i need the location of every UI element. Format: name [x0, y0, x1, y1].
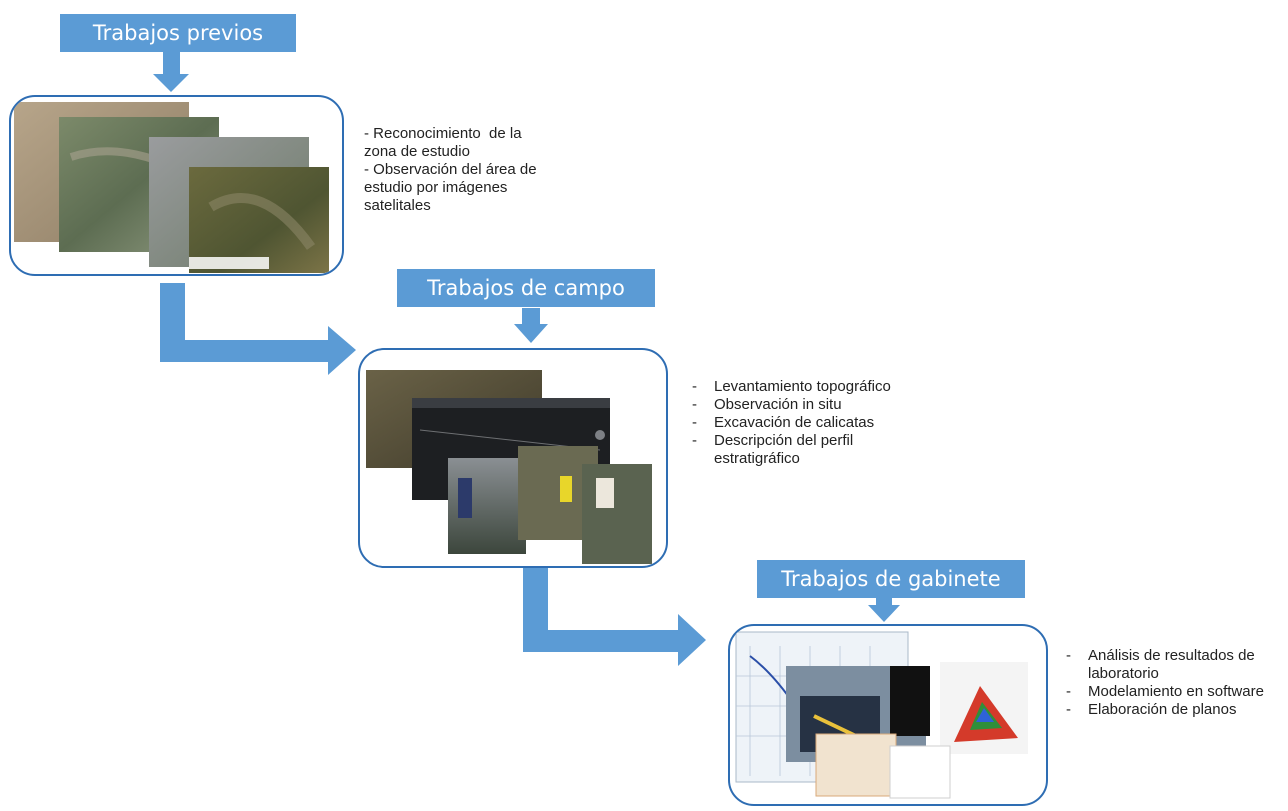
stage-title-campo: Trabajos de campo: [397, 269, 655, 307]
field-work-collage: [366, 370, 652, 564]
list-item: Análisis de resultados de laboratorio: [1062, 647, 1287, 683]
down-arrow-campo: [514, 308, 548, 343]
down-arrow-gabinete: [868, 596, 900, 622]
list-item: Levantamiento topográfico: [688, 378, 918, 396]
item-list-gabinete: Análisis de resultados de laboratorio Mo…: [1062, 647, 1287, 719]
list-item: Modelamiento en software: [1062, 683, 1287, 701]
elbow-arrow-2: [523, 568, 706, 666]
list-item: Excavación de calicatas: [688, 414, 918, 432]
office-work-collage: [735, 631, 1028, 799]
stage-title-gabinete: Trabajos de gabinete: [757, 560, 1025, 598]
photo-frame-gabinete: [728, 624, 1048, 806]
stage-description-previos: - Reconocimiento de la zona de estudio -…: [364, 125, 604, 215]
stage-description-campo: Levantamiento topográfico Observación in…: [688, 378, 918, 468]
satellite-images-collage: [14, 102, 329, 273]
list-item: Elaboración de planos: [1062, 701, 1287, 719]
stage-description-gabinete: Análisis de resultados de laboratorio Mo…: [1062, 647, 1287, 719]
description-line: - Observación del área de: [364, 161, 537, 178]
item-list-campo: Levantamiento topográfico Observación in…: [688, 378, 918, 468]
description-line: satelitales: [364, 197, 431, 214]
stage-title-previos: Trabajos previos: [60, 14, 296, 52]
photo-frame-campo: [358, 348, 668, 568]
description-line: zona de estudio: [364, 143, 470, 160]
description-line: - Reconocimiento de la: [364, 125, 522, 142]
elbow-arrow-1: [160, 283, 356, 375]
list-item: Descripción del perfil estratigráfico: [688, 432, 918, 468]
down-arrow-previos: [153, 52, 189, 92]
list-item: Observación in situ: [688, 396, 918, 414]
description-line: estudio por imágenes: [364, 179, 508, 196]
photo-frame-previos: [9, 95, 344, 276]
